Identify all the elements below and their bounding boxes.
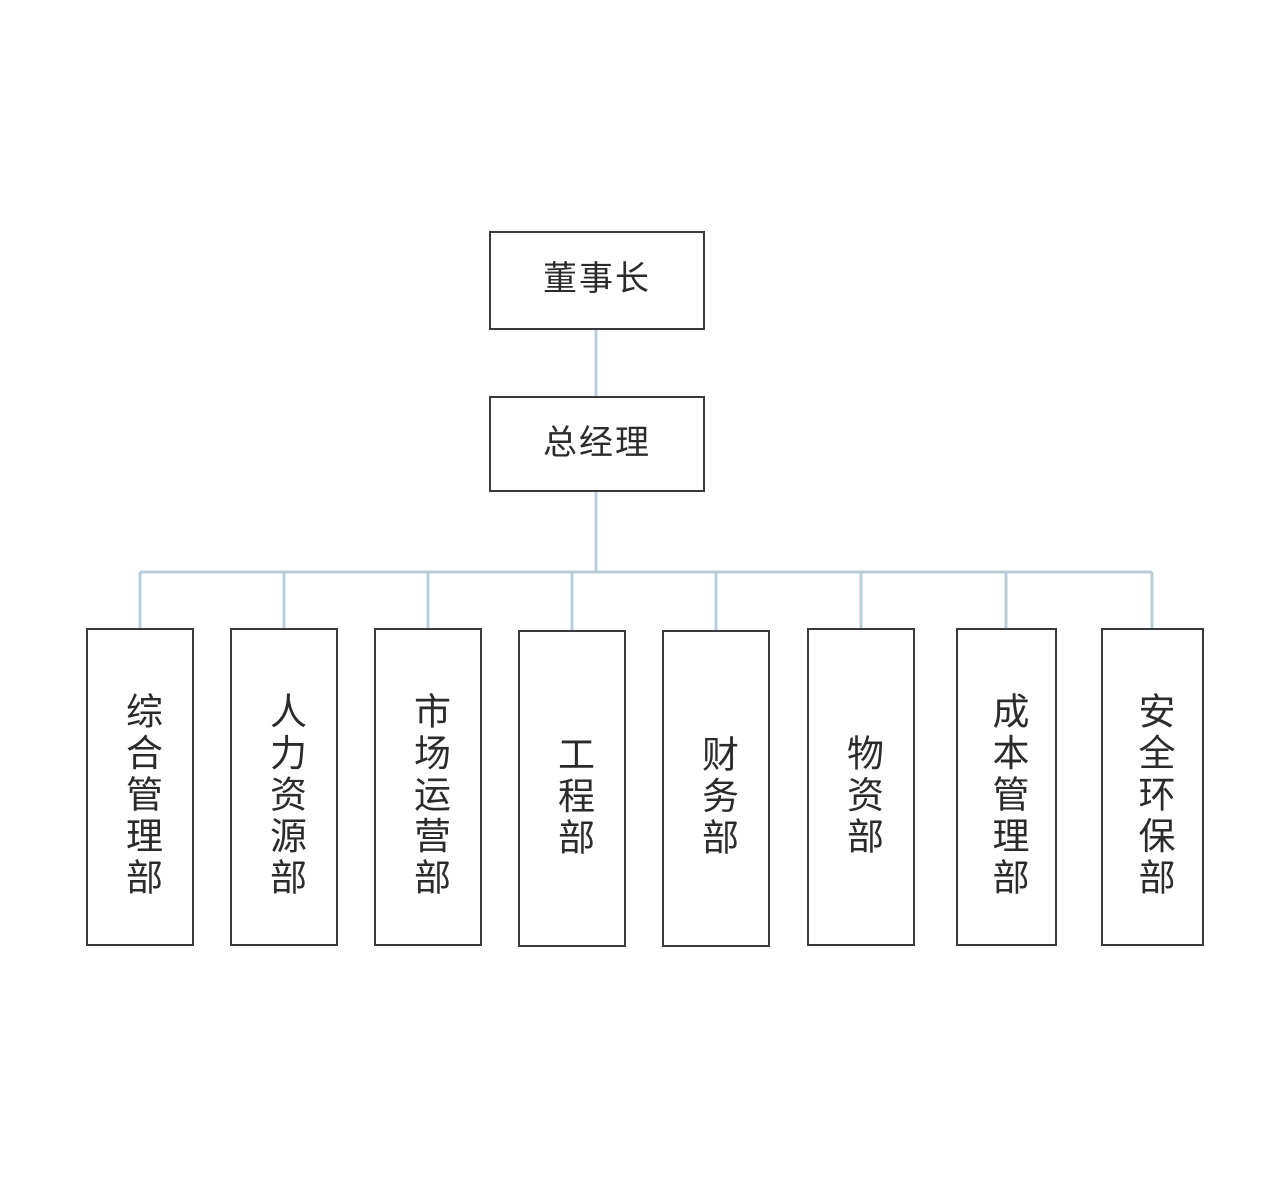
node-dept-materials-label: 物资部 bbox=[840, 733, 882, 859]
node-dept-cost-management[interactable]: 成本管理部 bbox=[956, 628, 1057, 946]
node-dept-safety-environment-label: 安全环保部 bbox=[1132, 692, 1173, 900]
node-dept-engineering[interactable]: 工程部 bbox=[518, 630, 626, 947]
node-dept-finance[interactable]: 财务部 bbox=[662, 630, 770, 947]
node-general-manager[interactable]: 总经理 bbox=[489, 396, 705, 492]
node-dept-human-resources-label: 人力资源部 bbox=[263, 692, 305, 900]
node-dept-market-operations-label: 市场运营部 bbox=[407, 692, 449, 900]
node-general-manager-label: 总经理 bbox=[542, 424, 652, 462]
node-dept-cost-management-label: 成本管理部 bbox=[986, 692, 1027, 900]
node-dept-human-resources[interactable]: 人力资源部 bbox=[230, 628, 338, 946]
node-chairman[interactable]: 董事长 bbox=[489, 231, 705, 330]
node-dept-materials[interactable]: 物资部 bbox=[807, 628, 915, 946]
node-chairman-label: 董事长 bbox=[542, 261, 652, 299]
node-dept-general-admin[interactable]: 综合管理部 bbox=[86, 628, 194, 946]
node-dept-market-operations[interactable]: 市场运营部 bbox=[374, 628, 482, 946]
node-dept-safety-environment[interactable]: 安全环保部 bbox=[1101, 628, 1204, 946]
node-dept-engineering-label: 工程部 bbox=[551, 735, 593, 860]
node-dept-general-admin-label: 综合管理部 bbox=[119, 692, 161, 900]
node-dept-finance-label: 财务部 bbox=[695, 735, 737, 860]
